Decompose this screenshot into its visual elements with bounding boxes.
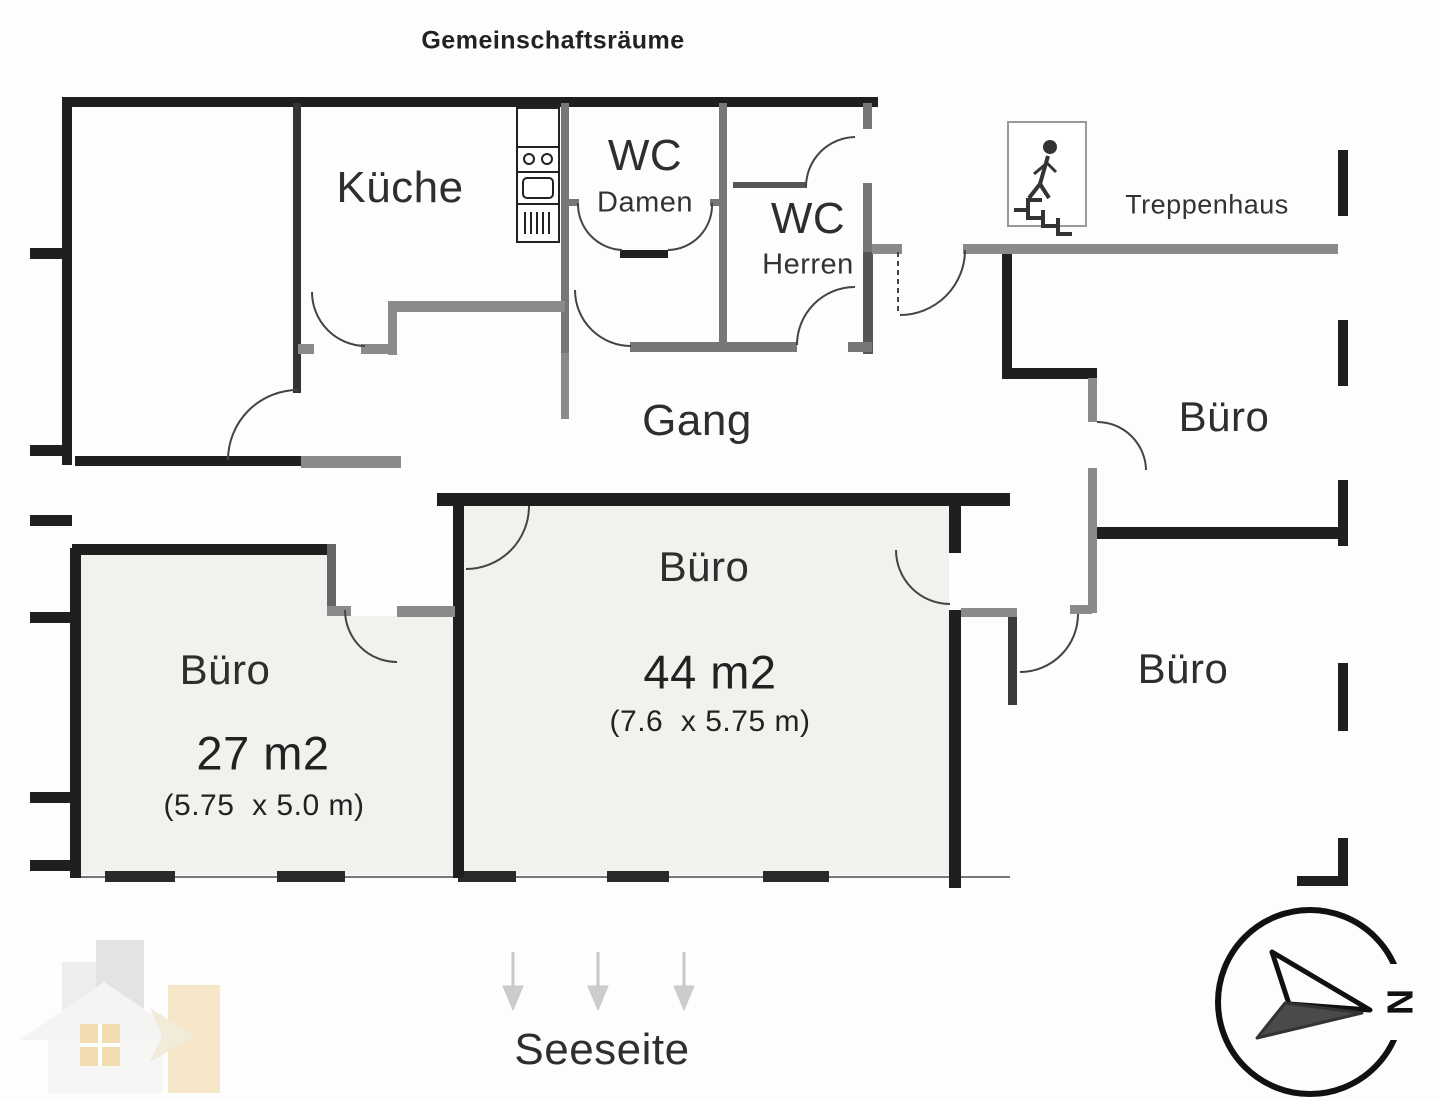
room-dims-buero-27: (5.75 x 5.0 m): [163, 789, 365, 822]
door-wc-damen: [574, 289, 632, 347]
room-label-gang: Gang: [642, 396, 752, 445]
room-label-treppenhaus: Treppenhaus: [1125, 189, 1289, 220]
room-area-buero-27: 27 m2: [196, 726, 330, 780]
room-label-buero-44: Büro: [658, 543, 750, 590]
walls-gray: [298, 103, 1338, 617]
compass-north-label: N: [1380, 989, 1421, 1015]
stairs-icon: [1007, 121, 1087, 236]
compass-icon: N: [1215, 907, 1426, 1097]
room-highlight-27m2: [81, 555, 453, 875]
room-label-buero-27: Büro: [179, 646, 271, 693]
door-wc-damen-stall-left: [576, 202, 623, 251]
room-area-buero-44: 44 m2: [643, 645, 777, 699]
room-sublabel-damen: Damen: [597, 186, 693, 219]
door-kueche: [311, 291, 366, 347]
door-wc-damen-stall-right: [667, 202, 714, 251]
right-dashed-wall: [1297, 150, 1348, 886]
door-buero-27: [344, 609, 398, 663]
room-label-buero-mid-right: Büro: [1137, 645, 1229, 692]
door-buero-top-right: [1096, 421, 1147, 471]
room-dims-buero-44: (7.6 x 5.75 m): [609, 705, 811, 738]
room-label-wc-damen: WC: [607, 131, 683, 180]
plan-title: Gemeinschaftsräume: [421, 26, 685, 55]
room-highlight-44m2: [464, 505, 949, 875]
door-gang: [899, 249, 966, 316]
window-wall: [75, 871, 1010, 882]
door-arcs: [227, 136, 1147, 673]
room-label-buero-top-right: Büro: [1178, 393, 1270, 440]
left-wall-stubs: [30, 248, 72, 871]
seeseite-arrows: [502, 952, 695, 1012]
door-buero-mid-right: [1019, 613, 1079, 673]
door-buero-44-right: [895, 549, 951, 605]
stove-icon: [516, 107, 560, 243]
walls-dark: [62, 97, 1339, 888]
house-watermark-logo: [20, 940, 220, 1093]
door-wc-herren-bottom: [796, 286, 856, 346]
room-sublabel-herren: Herren: [762, 248, 854, 281]
door-buero-44-top: [465, 505, 530, 570]
room-label-kueche: Küche: [336, 163, 464, 212]
door-wc-herren-top: [805, 136, 856, 188]
room-label-wc-herren: WC: [770, 194, 846, 243]
waterside-label: Seeseite: [514, 1025, 690, 1074]
door-top-left-room: [227, 389, 299, 461]
